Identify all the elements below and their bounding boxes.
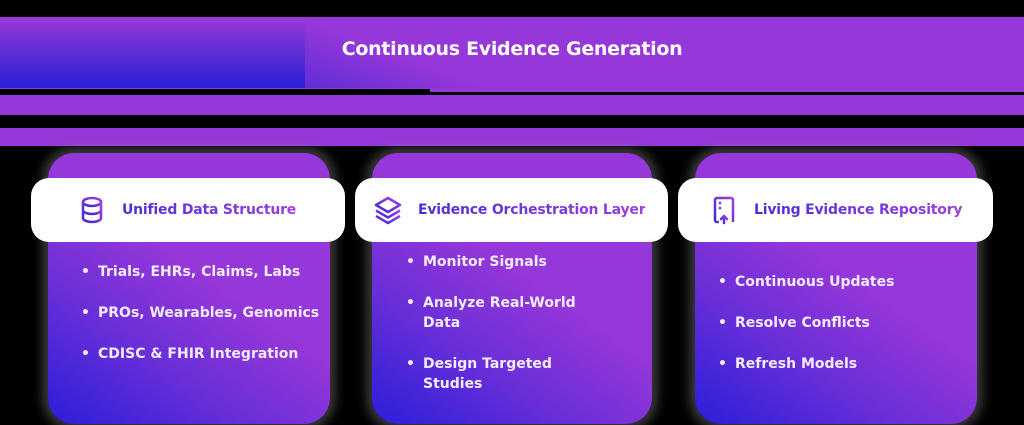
header-banner-gradient-mid xyxy=(305,17,515,88)
diagram-title: Continuous Evidence Generation xyxy=(341,38,683,60)
list-item: Continuous Updates xyxy=(718,272,938,292)
list-item: Analyze Real-World Data xyxy=(406,293,606,333)
layers-icon xyxy=(372,194,404,226)
card-bullet-list: Trials, EHRs, Claims, Labs PROs, Wearabl… xyxy=(81,262,321,385)
divider-stripe xyxy=(0,95,1024,115)
card-header-unified-data-structure: Unified Data Structure xyxy=(31,178,345,242)
card-title: Unified Data Structure xyxy=(122,202,297,218)
header-banner-gradient-left xyxy=(0,17,305,88)
list-item: Trials, EHRs, Claims, Labs xyxy=(81,262,321,282)
list-item: Refresh Models xyxy=(718,354,938,374)
card-header-evidence-orchestration-layer: Evidence Orchestration Layer xyxy=(355,178,668,242)
card-header-living-evidence-repository: Living Evidence Repository xyxy=(678,178,993,242)
list-item: Design Targeted Studies xyxy=(406,354,606,394)
list-item: Resolve Conflicts xyxy=(718,313,938,333)
card-title: Evidence Orchestration Layer xyxy=(418,202,646,218)
divider-stripe xyxy=(430,89,1024,92)
list-item: Monitor Signals xyxy=(406,252,606,272)
divider-stripe xyxy=(0,128,1024,146)
card-bullet-list: Continuous Updates Resolve Conflicts Ref… xyxy=(718,272,938,395)
repository-upload-icon xyxy=(708,194,740,226)
list-item: CDISC & FHIR Integration xyxy=(81,344,321,364)
card-title: Living Evidence Repository xyxy=(754,202,963,218)
list-item: PROs, Wearables, Genomics xyxy=(81,303,321,323)
card-bullet-list: Monitor Signals Analyze Real-World Data … xyxy=(406,252,606,415)
database-icon xyxy=(76,194,108,226)
